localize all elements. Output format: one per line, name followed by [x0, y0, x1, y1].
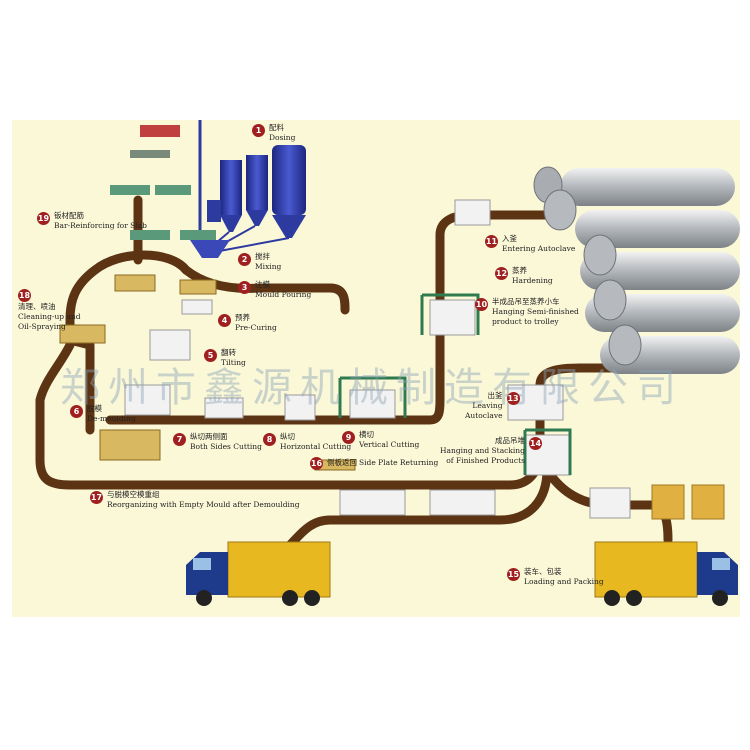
gantry-cranes — [338, 293, 572, 475]
step-label-en: Horizontal Cutting — [280, 442, 352, 451]
step-label-en-line2: Autoclave — [465, 411, 503, 420]
step-label-en: Bar-Reinforcing for Slab — [54, 221, 147, 230]
truck-left — [186, 541, 331, 606]
step-number: 9 — [342, 431, 355, 444]
step-label-cn: 蒸养 — [512, 266, 527, 275]
step-label-cn: 与脱模空模重组 — [107, 490, 160, 499]
step-number: 1 — [252, 124, 265, 137]
step-label-cn: 侧板返回 — [327, 458, 357, 467]
step-label-en: Mould Pouring — [255, 290, 312, 299]
step-number: 3 — [238, 281, 251, 294]
step-number: 15 — [507, 568, 520, 581]
step-number: 11 — [485, 235, 498, 248]
step-label-cn: 注模 — [255, 280, 270, 289]
step-label-en: Pre-Curing — [235, 323, 277, 332]
step-number: 8 — [263, 433, 276, 446]
step-label-cn: 钣材配筋 — [54, 211, 84, 220]
step-label-cn: 预养 — [235, 313, 250, 322]
truck-right — [594, 541, 738, 606]
moulds — [59, 274, 356, 471]
step-number: 2 — [238, 253, 251, 266]
step-label-en: Cleaning-up and — [18, 312, 81, 321]
step-label-cn: 出釜 — [487, 391, 503, 400]
step-number: 16 — [310, 457, 323, 470]
step-label-en: Hanging Semi-finished — [492, 307, 579, 316]
step-label-en: Leaving — [472, 401, 503, 410]
cargo-pallets — [651, 484, 725, 520]
step-label-cn: 搅拌 — [255, 252, 270, 261]
step-number: 18 — [18, 289, 31, 302]
step-label-cn: 纵切 — [280, 432, 295, 441]
step-label-cn: 脱模 — [87, 404, 102, 413]
step-label-cn: 入釜 — [502, 234, 517, 243]
company-watermark: 郑州市鑫源机械制造有限公司 — [60, 365, 684, 411]
step-label-cn: 配料 — [269, 123, 284, 132]
step-label-cn: 半成品吊至蒸养小车 — [492, 297, 560, 306]
step-label-en-line2: Oil-Spraying — [18, 322, 66, 331]
step-label-cn: 成品吊堆 — [494, 436, 525, 445]
step-label-en: Hanging and Stacking — [440, 446, 525, 455]
step-label-en: Vertical Cutting — [359, 440, 420, 449]
step-number: 6 — [70, 405, 83, 418]
step-label-en: Hardening — [512, 276, 553, 285]
step-label-cn: 翻转 — [221, 348, 236, 357]
step-label-en: Side Plate Returning — [359, 458, 439, 467]
step-number: 13 — [506, 392, 520, 405]
step-label-cn: 清理、喷油 — [18, 302, 56, 311]
step-label-en: Tilting — [221, 358, 246, 367]
step-number: 7 — [173, 433, 186, 446]
aac-blocks — [124, 199, 631, 519]
step-number: 17 — [90, 491, 103, 504]
step-label-en-line2: product to trolley — [492, 317, 559, 326]
step-label-en: De-moulding — [87, 414, 136, 423]
step-label-en: Both Sides Cutting — [190, 442, 262, 451]
step-label-cn: 装车、包装 — [524, 567, 562, 576]
step-label-en: Dosing — [269, 133, 296, 142]
step-label-en-line2: of Finished Products — [446, 456, 525, 465]
step-number: 5 — [204, 349, 217, 362]
autoclaves — [533, 166, 740, 374]
step-number: 19 — [37, 212, 50, 225]
step-label-en: Entering Autoclave — [502, 244, 576, 253]
step-number: 14 — [528, 437, 542, 450]
step-label-cn: 纵切两侧面 — [190, 432, 228, 441]
rebar-station — [110, 125, 216, 240]
step-label-en: Reorganizing with Empty Mould after Demo… — [107, 500, 300, 509]
step-label-en: Mixing — [255, 262, 282, 271]
dosing-silos — [190, 120, 306, 258]
step-label-en: Loading and Packing — [524, 577, 604, 586]
step-label-cn: 横切 — [359, 430, 374, 439]
step-number: 12 — [495, 267, 508, 280]
step-number: 10 — [475, 298, 488, 311]
step-number: 4 — [218, 314, 231, 327]
